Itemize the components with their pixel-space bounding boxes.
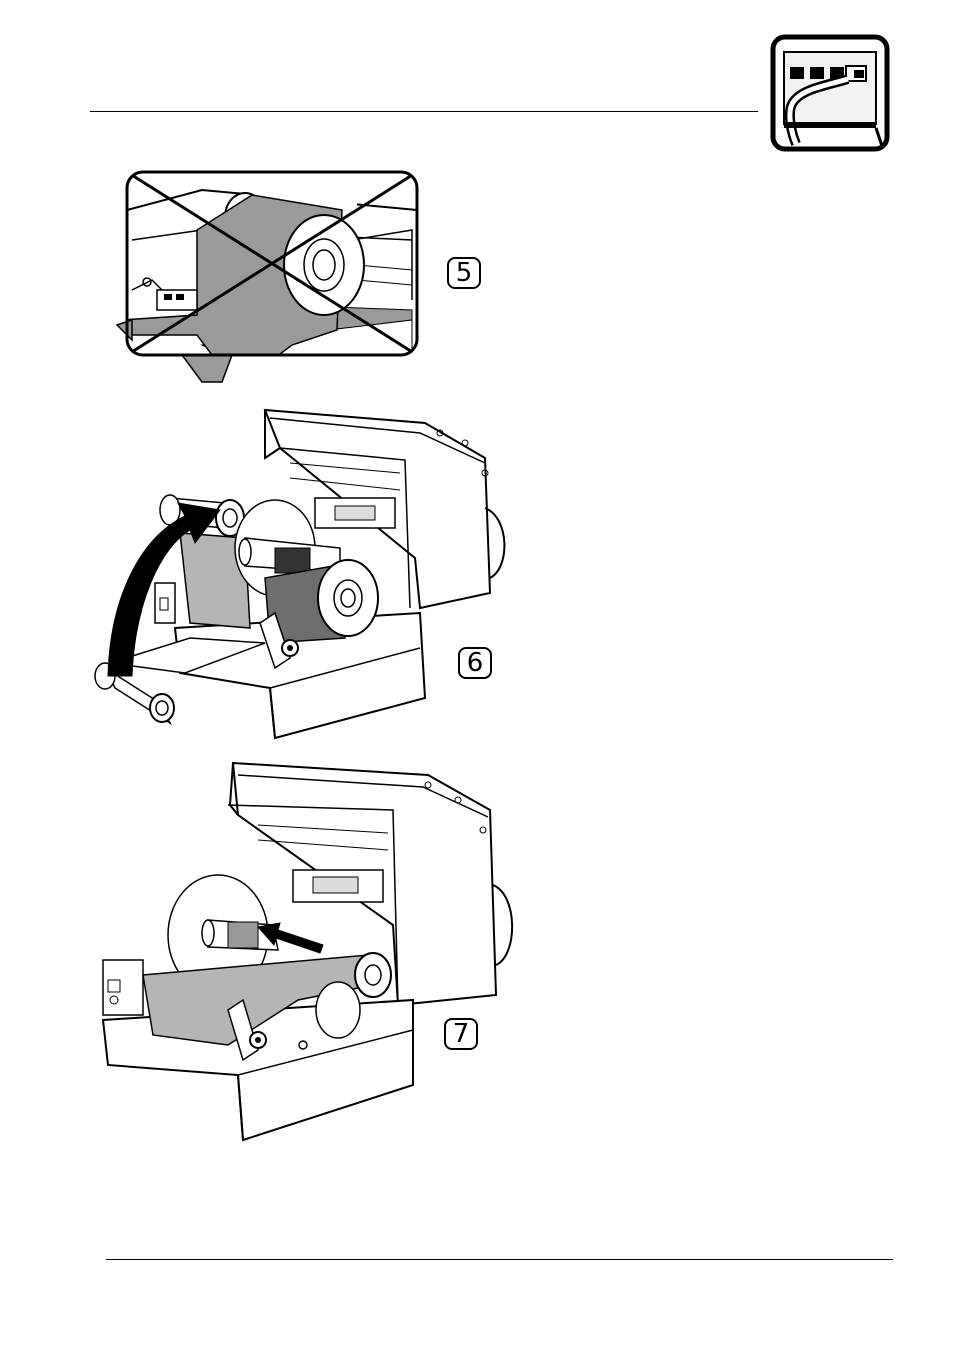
ribbon-loaded-push-core-illustration [98, 755, 518, 1145]
ribbon-wrap-over-roller-illustration [90, 398, 520, 740]
step-number: 6 [467, 650, 484, 676]
footer-rule [106, 1259, 893, 1260]
network-connection-icon [770, 34, 890, 152]
step-number-badge: 5 [447, 257, 481, 289]
step-number-badge: 7 [444, 1018, 478, 1050]
step-number: 7 [453, 1021, 470, 1047]
step-number: 5 [456, 260, 473, 286]
incorrect-ribbon-loading-crossed-illustration [112, 170, 422, 385]
header-rule [90, 111, 758, 112]
step-number-badge: 6 [458, 647, 492, 679]
figure-step-6 [90, 398, 520, 740]
figure-step-7 [98, 755, 518, 1145]
figure-step-5 [112, 170, 422, 385]
